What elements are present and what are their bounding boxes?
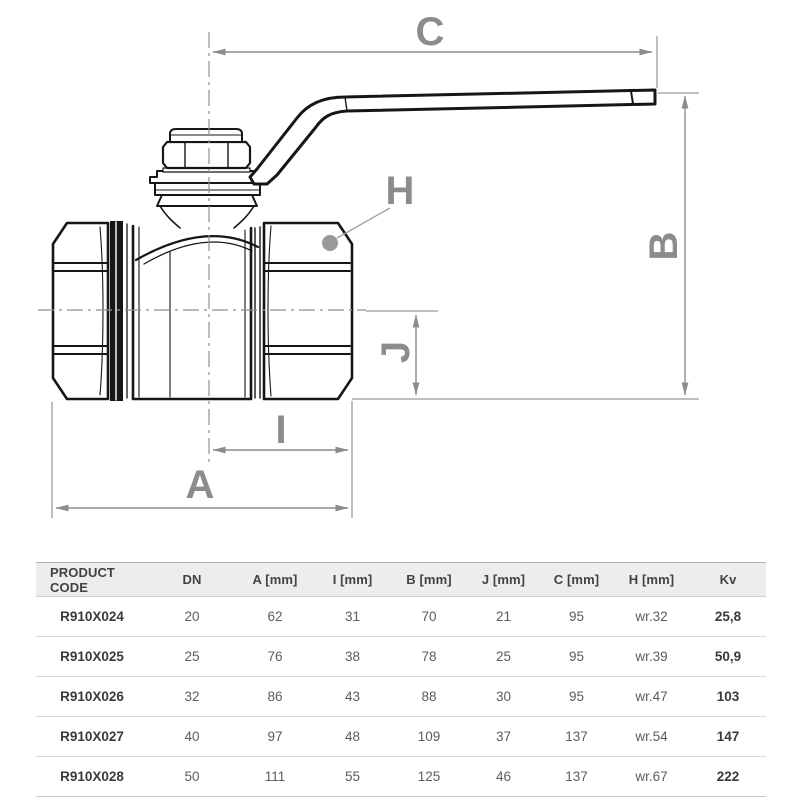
cell-dn: 32 [148, 676, 236, 717]
right-flange [254, 226, 261, 399]
cell-a: 86 [236, 676, 314, 717]
left-end-cap [51, 221, 110, 401]
cell-product-code: R910X025 [36, 636, 148, 677]
cell-i: 38 [314, 636, 391, 677]
cell-h: wr.67 [613, 756, 690, 797]
col-header-a: A [mm] [236, 562, 314, 597]
cell-b: 88 [391, 676, 467, 717]
cell-kv: 222 [690, 756, 766, 797]
cell-b: 70 [421, 609, 437, 624]
cell-j: 30 [467, 676, 540, 717]
cell-c: 95 [540, 676, 613, 717]
cell-h: wr.47 [613, 676, 690, 717]
dimension-table: PRODUCT CODE DN A [mm] I [mm] B [mm] J [… [36, 562, 766, 797]
cell-b: 78 [391, 636, 467, 677]
col-header-dn: DN [148, 562, 236, 597]
valve-technical-drawing: C B H J I A [38, 10, 699, 518]
cell-j: 25 [467, 636, 540, 677]
cell-c: 95 [568, 609, 585, 624]
stem-assembly [149, 128, 264, 229]
cell-j: 21 [495, 609, 512, 624]
cell-dn: 40 [148, 716, 236, 757]
centerlines [38, 32, 366, 464]
dimensioning [51, 36, 699, 518]
col-header-i: I [mm] [314, 562, 391, 597]
col-header-product-code: PRODUCT CODE [36, 562, 148, 597]
dim-label-c: C [416, 10, 445, 54]
dim-label-i: I [275, 408, 286, 452]
dimension-table-wrap: PRODUCT CODE DN A [mm] I [mm] B [mm] J [… [36, 562, 766, 797]
cell-i: 43 [314, 676, 391, 717]
dim-label-a: A [186, 463, 215, 507]
cell-c: 137 [540, 756, 613, 797]
cell-j: 37 [467, 716, 540, 757]
cell-i: 31 [344, 609, 361, 624]
col-header-h: H [mm] [613, 562, 690, 597]
cell-b: 109 [391, 716, 467, 757]
cell-product-code: R910X028 [36, 756, 148, 797]
cell-i: 55 [314, 756, 391, 797]
table-row: R910X025 25 76 38 78 25 95 wr.39 50,9 [36, 636, 766, 677]
handle-lever [248, 88, 657, 186]
dim-label-h: H [386, 169, 415, 213]
valve-body-drawing [51, 88, 657, 401]
cell-c: 95 [540, 636, 613, 677]
cell-kv: 147 [690, 716, 766, 757]
stem-hex-nut [161, 140, 252, 170]
cell-kv: 25,8 [714, 609, 742, 624]
cell-j: 46 [467, 756, 540, 797]
right-end-cap [262, 221, 354, 401]
cell-c: 137 [540, 716, 613, 757]
table-row: R910X027 40 97 48 109 37 137 wr.54 147 [36, 716, 766, 757]
h-callout-dot [322, 235, 338, 251]
dim-label-j: J [374, 341, 418, 363]
cell-a: 111 [236, 756, 314, 797]
cell-a: 76 [236, 636, 314, 677]
col-header-b: B [mm] [391, 562, 467, 597]
cell-h: wr.32 [635, 609, 668, 624]
cell-dn: 25 [148, 636, 236, 677]
col-header-c: C [mm] [540, 562, 613, 597]
col-header-kv: Kv [690, 562, 766, 597]
cell-h: wr.39 [613, 636, 690, 677]
h-leader-line [336, 207, 391, 239]
cell-product-code: R910X026 [36, 676, 148, 717]
valve-center-body [131, 224, 260, 401]
cell-i: 48 [314, 716, 391, 757]
h-callout [322, 207, 391, 251]
table-header-row: PRODUCT CODE DN A [mm] I [mm] B [mm] J [… [36, 562, 766, 597]
cell-dn: 20 [184, 609, 200, 624]
cell-a: 62 [267, 609, 283, 624]
table-row: R910X028 50 111 55 125 46 137 wr.67 222 [36, 756, 766, 797]
cell-product-code: R910X027 [36, 716, 148, 757]
union-joint-band [110, 221, 128, 401]
dim-label-b: B [642, 232, 686, 261]
cell-kv: 50,9 [690, 636, 766, 677]
cell-b: 125 [391, 756, 467, 797]
cell-dn: 50 [148, 756, 236, 797]
cell-product-code: R910X024 [60, 609, 124, 624]
table-row: R910X026 32 86 43 88 30 95 wr.47 103 [36, 676, 766, 717]
cell-h: wr.54 [613, 716, 690, 757]
col-header-j: J [mm] [467, 562, 540, 597]
cell-kv: 103 [690, 676, 766, 717]
table-row: R910X024 20 62 31 70 21 95 wr.32 25,8 [36, 597, 766, 637]
cell-a: 97 [236, 716, 314, 757]
dimension-labels: C B H J I A [186, 10, 686, 507]
